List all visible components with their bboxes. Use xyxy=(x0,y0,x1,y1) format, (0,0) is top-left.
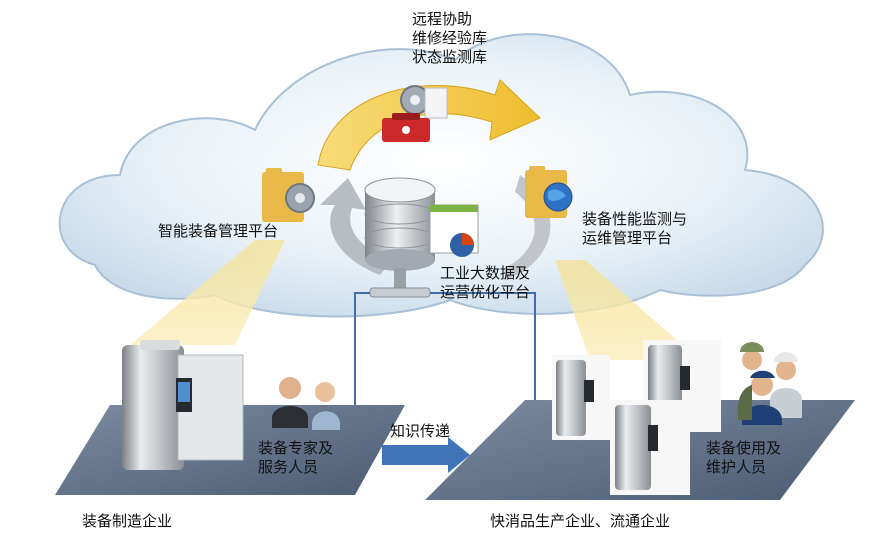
label-line: 工业大数据及 xyxy=(440,264,531,282)
beam-left xyxy=(130,240,285,345)
people-right-icon xyxy=(738,342,802,425)
machine-right-3 xyxy=(610,400,690,495)
right-platform-label: 装备性能监测与 运维管理平台 xyxy=(582,210,687,248)
database-icon xyxy=(364,177,436,298)
label-line: 状态监测库 xyxy=(412,48,488,66)
label-line: 装备专家及 xyxy=(258,439,334,457)
transfer-label: 知识传递 xyxy=(390,422,451,440)
label-line: 服务人员 xyxy=(258,458,319,476)
beam-right xyxy=(555,260,700,360)
center-platform-label: 工业大数据及 运营优化平台 xyxy=(440,264,530,302)
left-platform-label: 智能装备管理平台 xyxy=(158,222,279,240)
right-floor-label: 快消品生产企业、流通企业 xyxy=(490,512,671,530)
label-line: 运营优化平台 xyxy=(440,283,531,301)
folder-globe-icon xyxy=(525,166,573,218)
label-line: 运维管理平台 xyxy=(582,229,673,247)
label-line: 维护人员 xyxy=(706,458,767,476)
machine-left xyxy=(122,340,244,470)
connector-lines xyxy=(354,292,536,430)
left-people-label: 装备专家及 服务人员 xyxy=(258,439,333,477)
cloud-top-label: 远程协助 维修经验库 状态监测库 xyxy=(412,10,487,67)
label-line: 装备性能监测与 xyxy=(582,210,688,228)
toolbox-icon xyxy=(382,85,448,142)
chart-window-icon xyxy=(429,204,479,257)
people-left-icon xyxy=(272,377,340,430)
yellow-curved-arrow xyxy=(317,79,541,171)
folder-gear-icon xyxy=(262,168,315,222)
right-people-label: 装备使用及 维护人员 xyxy=(706,439,781,477)
label-line: 远程协助 xyxy=(412,10,473,28)
left-floor-label: 装备制造企业 xyxy=(82,512,173,530)
label-line: 维修经验库 xyxy=(412,29,488,47)
machine-right-1 xyxy=(552,355,610,440)
transfer-arrow-icon xyxy=(382,437,470,473)
label-line: 装备使用及 xyxy=(706,439,782,457)
